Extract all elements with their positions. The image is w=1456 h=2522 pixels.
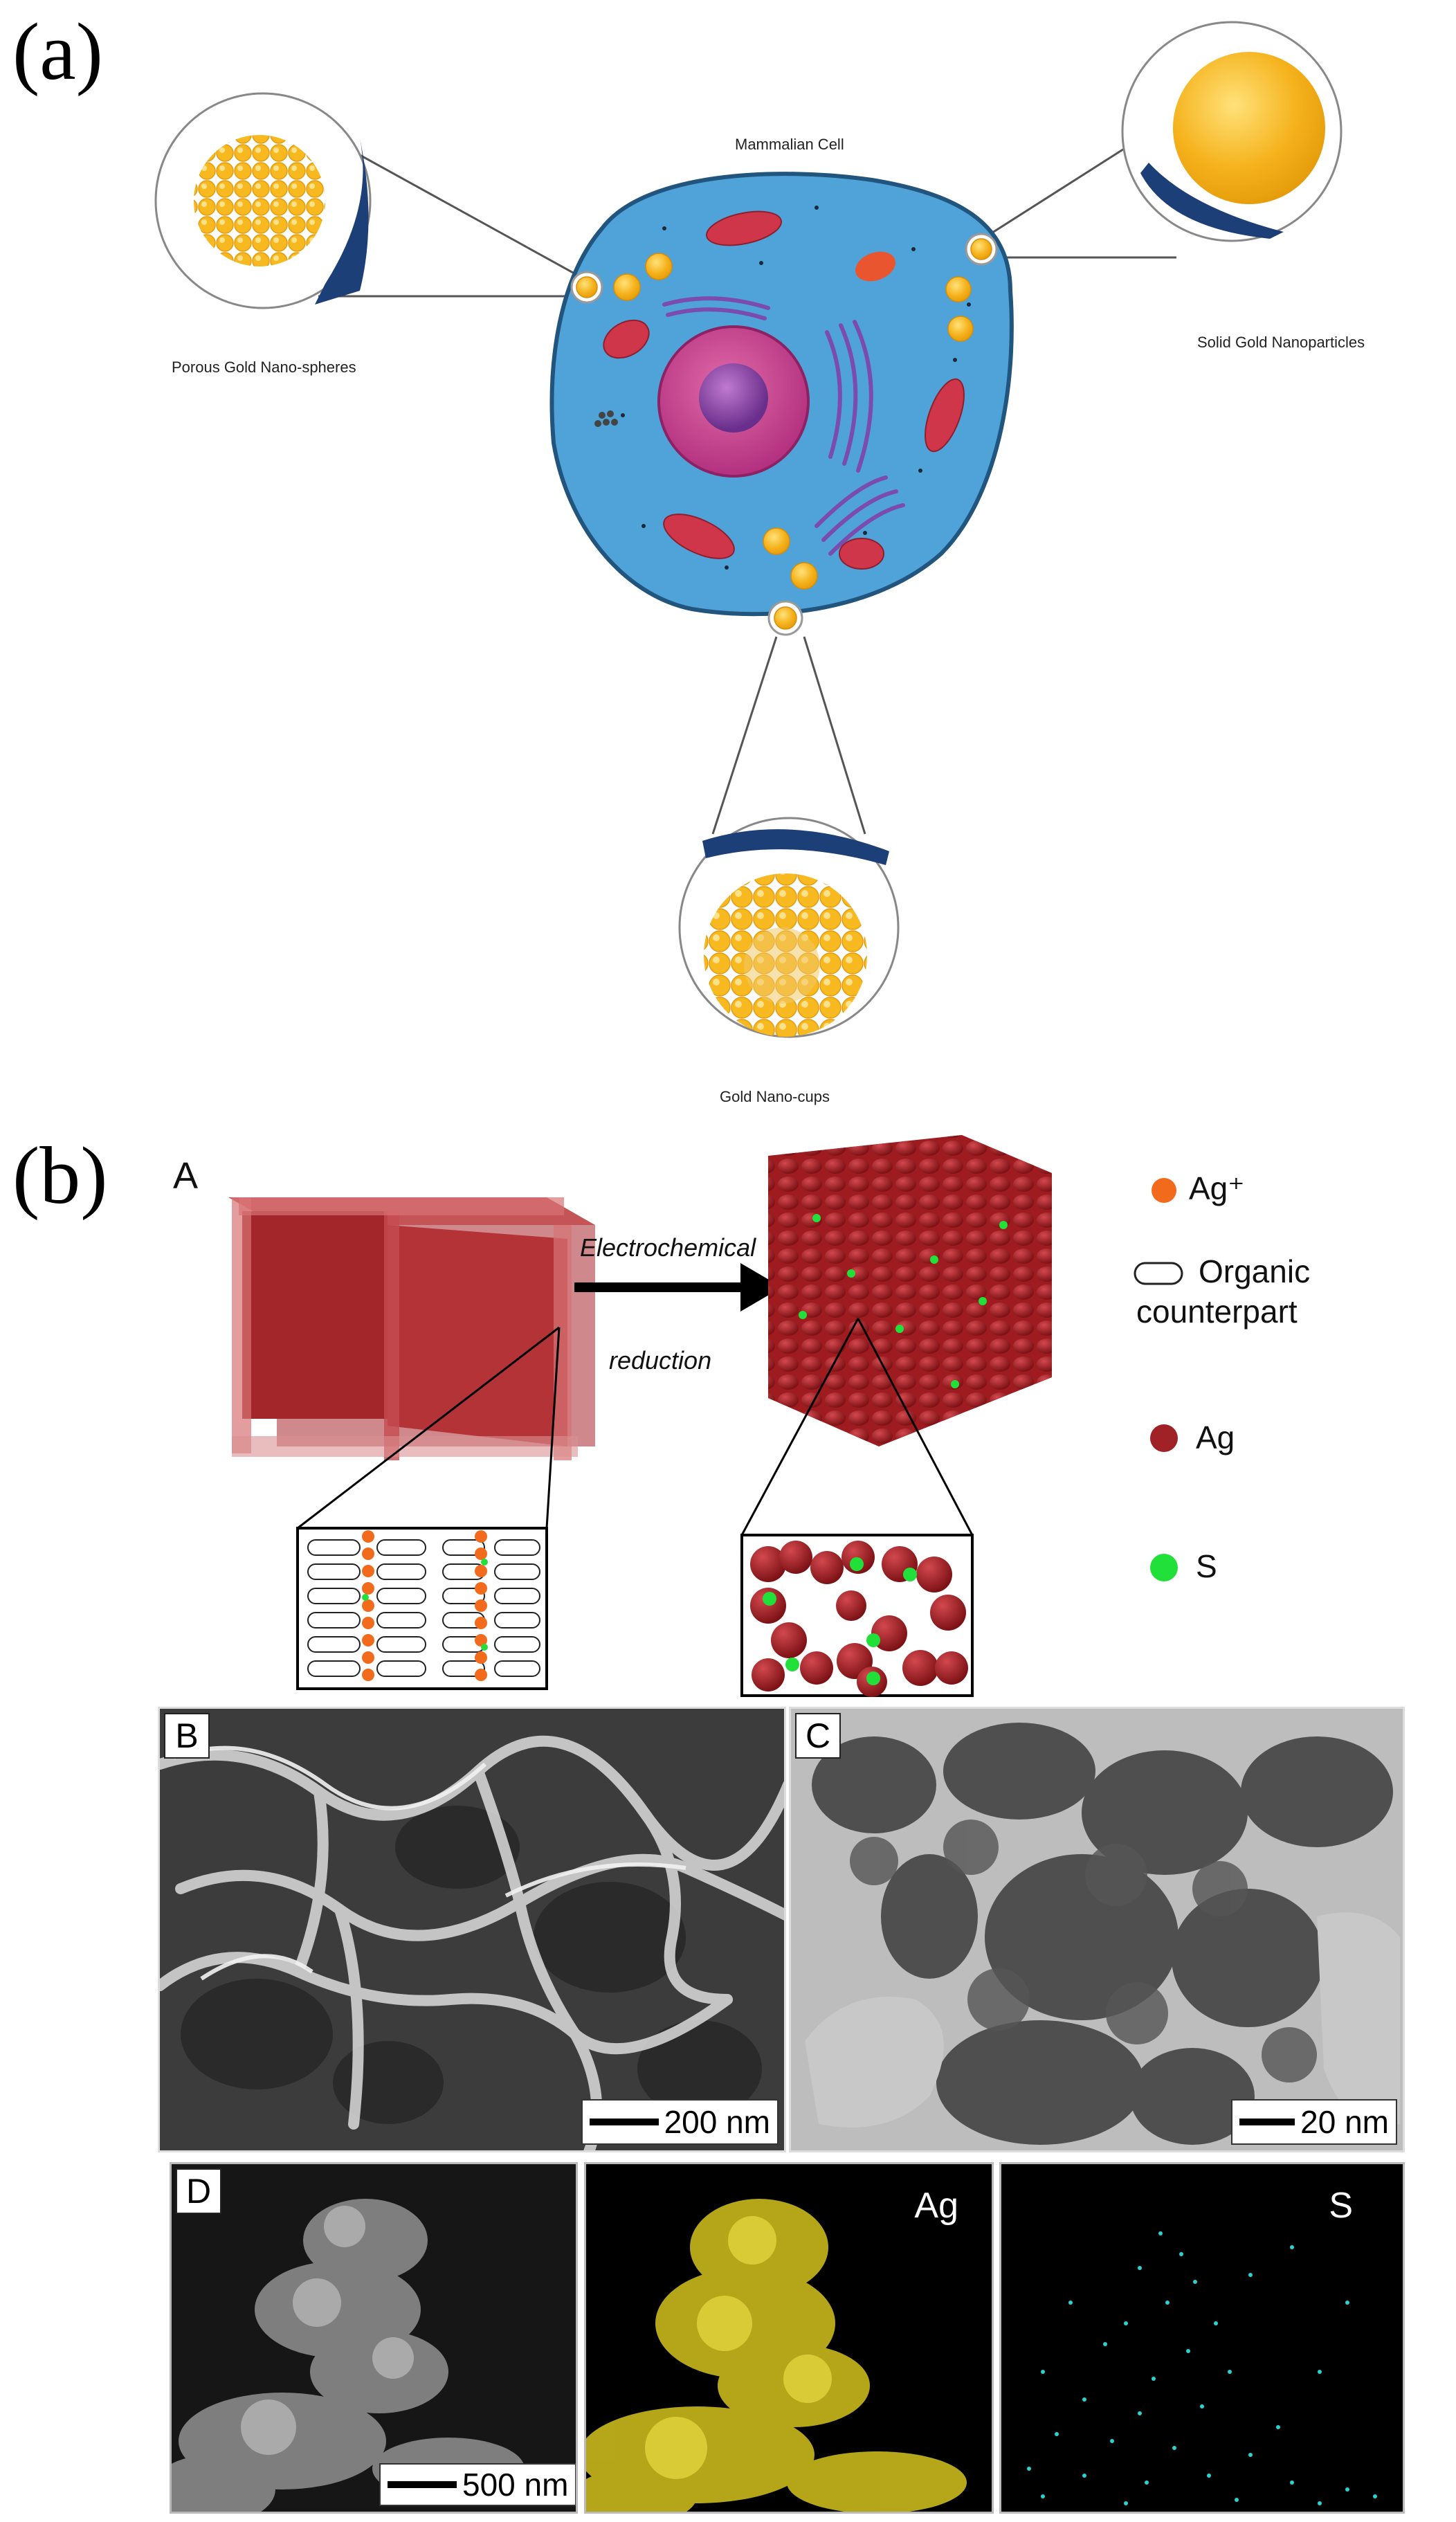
legend-organic-capsule (1134, 1262, 1183, 1285)
sem-micrograph-b: B 200 nm (158, 1707, 786, 2152)
arrow-label-bottom: reduction (609, 1346, 712, 1375)
sub-panel-a-label: A (173, 1155, 199, 1197)
sub-panel-b-label: B (164, 1713, 210, 1759)
map-ag-label: Ag (914, 2186, 958, 2226)
cell-body (549, 172, 1014, 636)
sub-panel-d-label: D (176, 2168, 221, 2214)
tem-micrograph-c: C 20 nm (789, 1707, 1405, 2152)
arrow-label-top: Electrochemical (580, 1233, 756, 1262)
ag-map-texture (586, 2164, 992, 2512)
porous-cube (768, 1135, 1052, 1446)
solid-zoom-circle (1121, 21, 1343, 242)
legend-ag-plus-dot (1152, 1178, 1176, 1203)
electrochemical-schematic (228, 1135, 1183, 1697)
cups-zoom-circle (678, 817, 900, 1038)
sem-d-texture (172, 2164, 576, 2512)
s-map-texture (1001, 2164, 1403, 2512)
cell-diagram (154, 21, 1343, 1038)
scale-bar-c-line (1239, 2119, 1295, 2125)
map-s-label: S (1329, 2186, 1353, 2226)
porous-zoom-circle (154, 92, 372, 309)
sub-panel-c-label: C (795, 1713, 841, 1759)
legend-symbols (1134, 1178, 1183, 1581)
scale-bar-b-text: 200 nm (664, 2104, 770, 2140)
eds-map-ag: Ag (584, 2162, 994, 2514)
layered-inset (296, 1527, 548, 1690)
sem-network-texture (160, 1709, 784, 2150)
panel-a-label: (a) (12, 6, 103, 97)
legend-organic-label-1: Organic (1199, 1253, 1311, 1289)
scale-bar-c-text: 20 nm (1300, 2104, 1389, 2140)
porous-inset (740, 1534, 974, 1697)
eds-map-s: S (999, 2162, 1405, 2514)
legend-s-label: S (1196, 1548, 1217, 1584)
legend-organic-label-2: counterpart (1136, 1294, 1298, 1330)
porous-nanospheres-label: Porous Gold Nano-spheres (172, 359, 356, 376)
legend-ag-label: Ag (1196, 1419, 1235, 1455)
mammalian-cell-label: Mammalian Cell (735, 136, 844, 153)
legend-s-dot (1150, 1554, 1178, 1581)
legend-ag-dot (1150, 1424, 1178, 1452)
tem-particle-texture (791, 1709, 1403, 2150)
sem-micrograph-d: D 500 nm (170, 2162, 578, 2514)
nanocups-label: Gold Nano-cups (720, 1088, 830, 1105)
panel-b-label: (b) (12, 1130, 108, 1221)
reaction-arrow (574, 1263, 782, 1312)
legend-ag-plus-label: Ag⁺ (1189, 1170, 1245, 1206)
scale-bar-b: 200 nm (581, 2099, 779, 2145)
hollow-cube (228, 1197, 595, 1460)
scale-bar-d-text: 500 nm (462, 2467, 569, 2503)
scale-bar-d: 500 nm (379, 2463, 576, 2506)
scale-bar-c: 20 nm (1231, 2099, 1397, 2145)
scale-bar-b-line (589, 2119, 659, 2125)
scale-bar-d-line (388, 2481, 457, 2488)
solid-nanoparticles-label: Solid Gold Nanoparticles (1197, 334, 1365, 351)
